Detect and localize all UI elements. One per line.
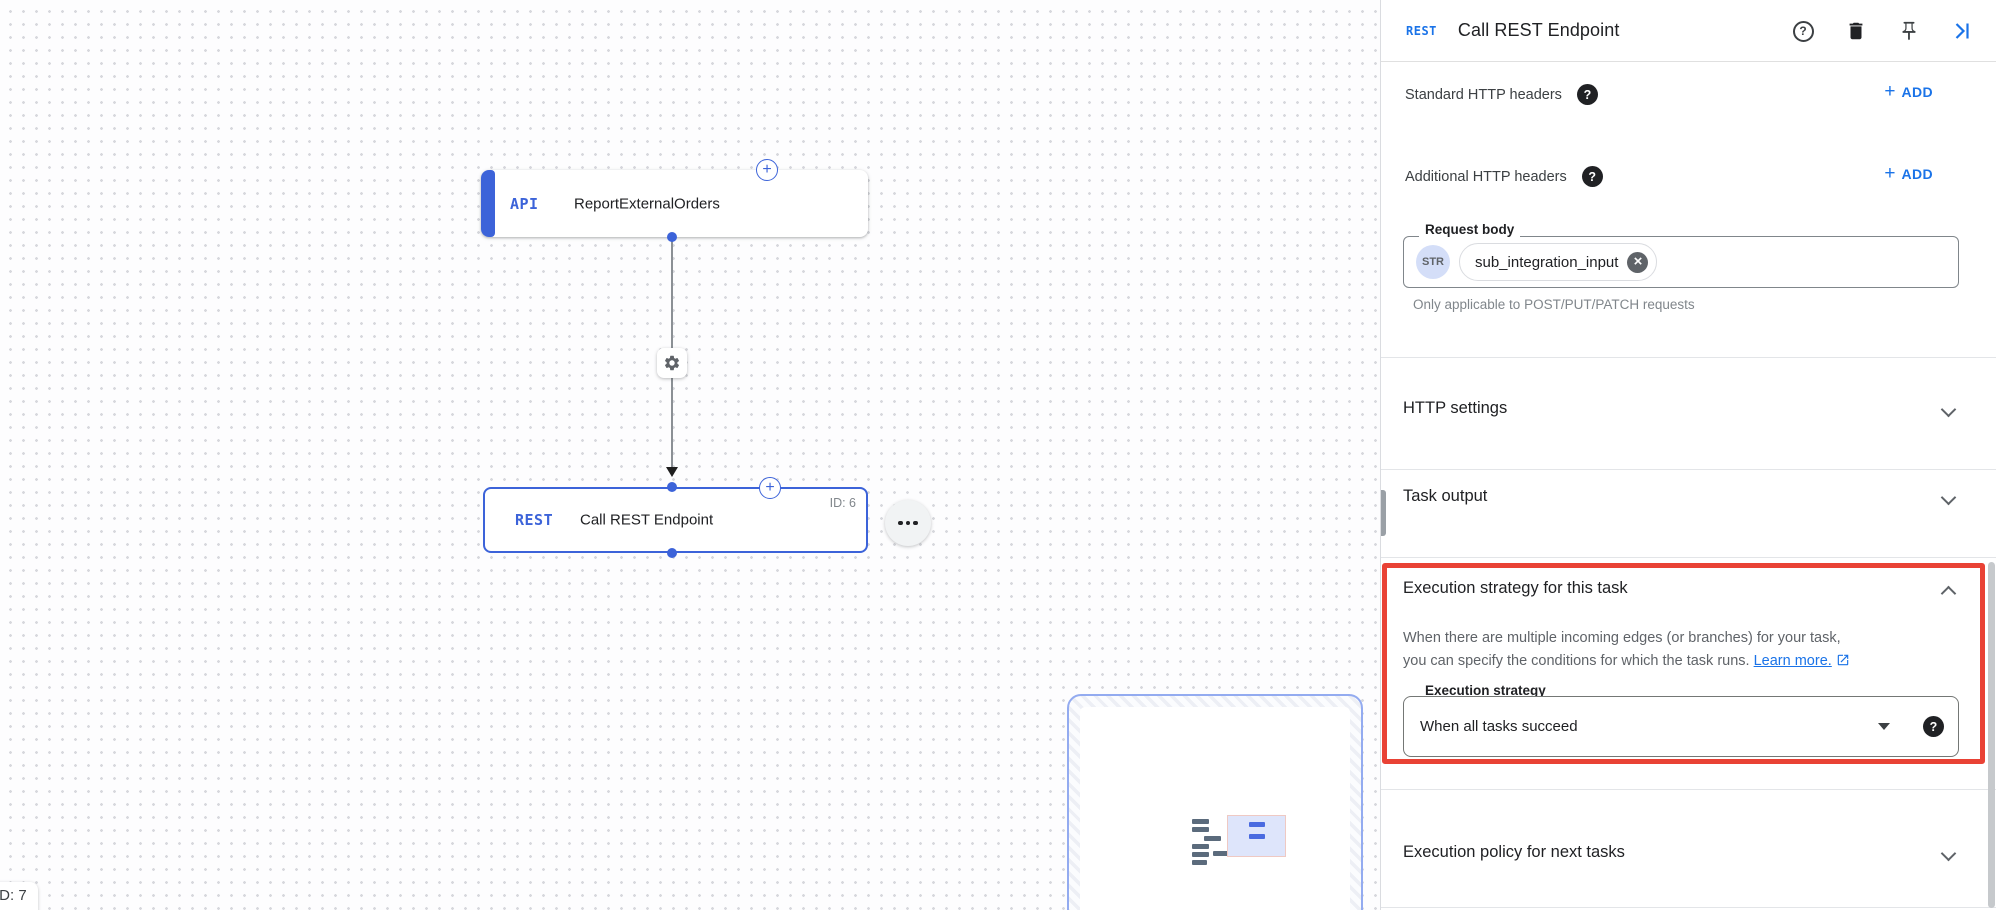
collapse-right-icon: [1955, 23, 1969, 39]
plus-icon: [1884, 82, 1895, 101]
help-filled-icon[interactable]: [1581, 166, 1603, 187]
panel-title: Call REST Endpoint: [1457, 20, 1620, 40]
add-edge-icon[interactable]: [759, 477, 781, 499]
accordion-task-output[interactable]: [1381, 474, 1996, 554]
sub-integration-placeholder: [1067, 694, 1363, 910]
edge-arrowhead-icon: [666, 467, 678, 477]
task-node-call-rest-endpoint[interactable]: REST Call REST Endpoint ID: 6: [483, 487, 868, 553]
node-accent-bar: [481, 170, 495, 237]
delete-task-button[interactable]: [1844, 19, 1868, 43]
task-config-panel: REST Call REST Endpoint Standard HTTP he…: [1380, 0, 1996, 910]
request-body-field[interactable]: STR sub_integration_input: [1403, 236, 1959, 288]
trash-icon: [1849, 22, 1863, 40]
panel-scrollbar[interactable]: [1988, 562, 1995, 908]
additional-http-headers-label: Additional HTTP headers: [1405, 166, 1603, 187]
node-type-label: API: [510, 194, 539, 213]
external-link-icon: [1836, 652, 1850, 675]
execution-strategy-field-label: Execution strategy: [1419, 683, 1552, 698]
help-filled-icon[interactable]: [1923, 716, 1944, 737]
connector-dot[interactable]: [667, 548, 677, 558]
divider: [1381, 357, 1996, 358]
remove-variable-icon[interactable]: [1627, 251, 1649, 273]
node-title: ReportExternalOrders: [574, 195, 720, 212]
node-id-label: ID: 6: [829, 496, 856, 510]
divider: [1381, 789, 1996, 790]
request-body-label: Request body: [1419, 222, 1521, 237]
connector-dot[interactable]: [667, 482, 677, 492]
connector-dot[interactable]: [667, 232, 677, 242]
pin-panel-button[interactable]: [1897, 19, 1921, 43]
help-filled-icon[interactable]: [1576, 84, 1598, 105]
task-node-report-external-orders[interactable]: API ReportExternalOrders: [481, 170, 868, 237]
divider: [1381, 907, 1996, 908]
collapse-panel-button[interactable]: [1950, 19, 1974, 43]
divider: [1381, 557, 1996, 558]
section-marker-bar: [1381, 490, 1386, 536]
add-edge-icon[interactable]: [756, 159, 778, 181]
divider: [1381, 469, 1996, 470]
execution-strategy-heading: Execution strategy for this task: [1403, 579, 1628, 597]
learn-more-link[interactable]: Learn more.: [1753, 653, 1832, 669]
node-title: Call REST Endpoint: [580, 511, 714, 529]
edge-settings-button[interactable]: [657, 348, 687, 378]
pin-icon: [1902, 21, 1916, 41]
node-type-label: REST: [515, 511, 554, 529]
dropdown-caret-icon: [1878, 723, 1890, 730]
variable-chip: sub_integration_input: [1459, 243, 1658, 281]
node-id-label: ID: 7: [0, 887, 27, 904]
string-type-chip: STR: [1416, 245, 1450, 279]
request-body-helper: Only applicable to POST/PUT/PATCH reques…: [1413, 297, 1695, 312]
selected-strategy-value: When all tasks succeed: [1420, 718, 1578, 735]
gear-icon: [664, 355, 680, 371]
more-horizontal-icon: [898, 520, 903, 526]
task-type-badge: REST: [1406, 23, 1437, 38]
workflow-canvas[interactable]: API ReportExternalOrders REST Call REST …: [0, 0, 1380, 910]
execution-strategy-description: When there are multiple incoming edges (…: [1403, 627, 1973, 675]
add-standard-header-button[interactable]: ADD: [1884, 82, 1933, 101]
integration-diagram-icon: [1190, 813, 1290, 871]
standard-http-headers-label: Standard HTTP headers: [1405, 84, 1598, 105]
partial-task-node[interactable]: ID: 7: [0, 882, 38, 910]
help-outline-icon: [1792, 20, 1814, 42]
execution-strategy-select[interactable]: When all tasks succeed: [1403, 696, 1959, 757]
add-additional-header-button[interactable]: ADD: [1884, 164, 1933, 183]
help-button[interactable]: [1791, 19, 1815, 43]
accordion-label: Execution policy for next tasks: [1403, 843, 1625, 861]
panel-header: REST Call REST Endpoint: [1381, 0, 1996, 62]
plus-icon: [1884, 164, 1895, 183]
accordion-label: HTTP settings: [1403, 399, 1508, 417]
accordion-label: Task output: [1403, 487, 1488, 505]
more-options-button[interactable]: [885, 500, 931, 546]
